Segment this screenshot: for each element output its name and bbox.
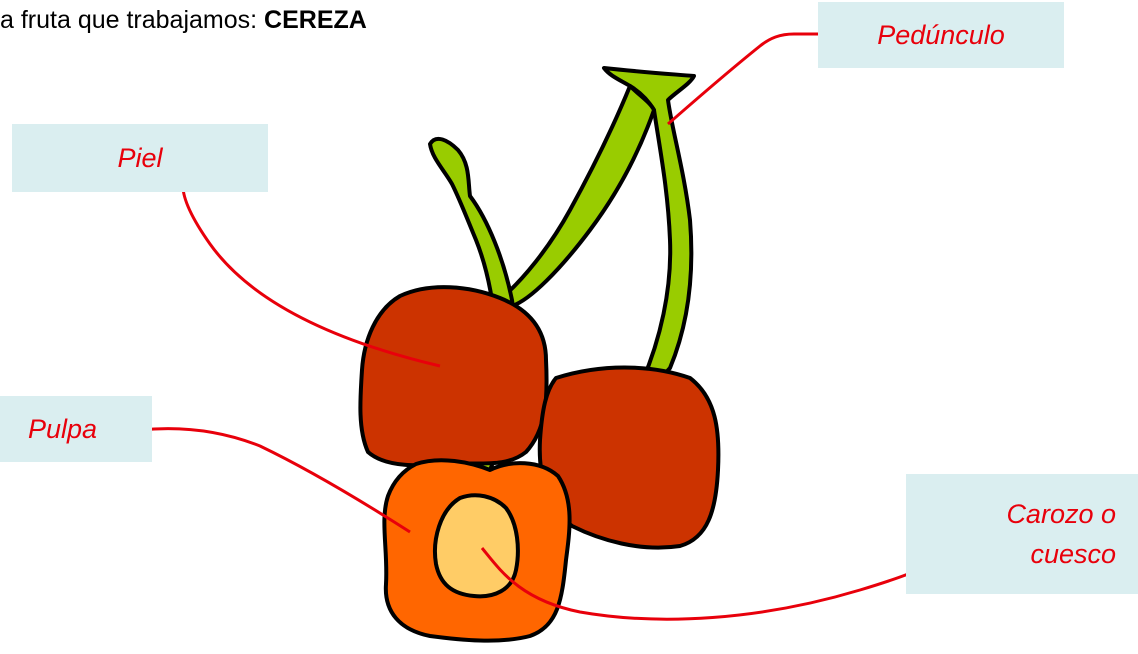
stem-middle	[504, 86, 654, 306]
label-carozo-line1: Carozo o	[1006, 494, 1116, 534]
label-pedunculo-text: Pedúnculo	[877, 20, 1005, 51]
label-pulpa-text: Pulpa	[28, 414, 97, 445]
label-piel-text: Piel	[117, 143, 162, 174]
cherry-back-left	[360, 287, 546, 465]
label-pedunculo: Pedúnculo	[818, 2, 1064, 68]
label-pulpa: Pulpa	[0, 396, 152, 462]
label-carozo-line2: cuesco	[1006, 534, 1116, 574]
label-carozo: Carozo o cuesco	[906, 474, 1138, 594]
label-piel: Piel	[12, 124, 268, 192]
cherry-pit	[435, 495, 518, 596]
